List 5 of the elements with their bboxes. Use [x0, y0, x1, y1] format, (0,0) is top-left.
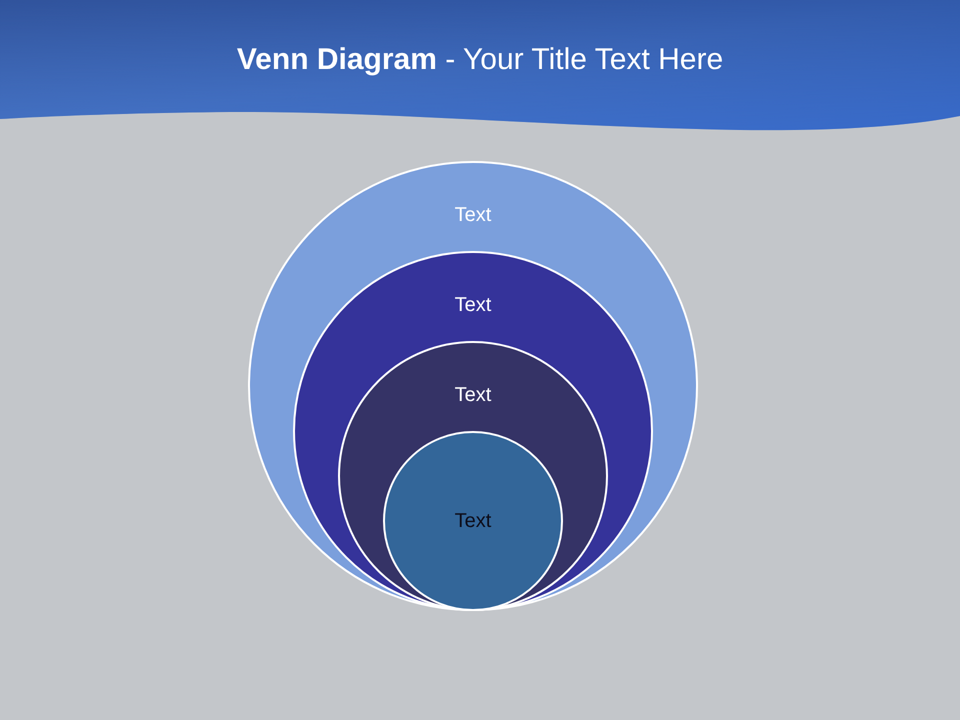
circle-label: Text — [454, 383, 492, 407]
title: Venn Diagram - Your Title Text Here — [236, 42, 724, 78]
circle-label: Text — [454, 203, 492, 227]
circle-label: Text — [454, 509, 492, 533]
circle-label: Text — [454, 293, 492, 317]
